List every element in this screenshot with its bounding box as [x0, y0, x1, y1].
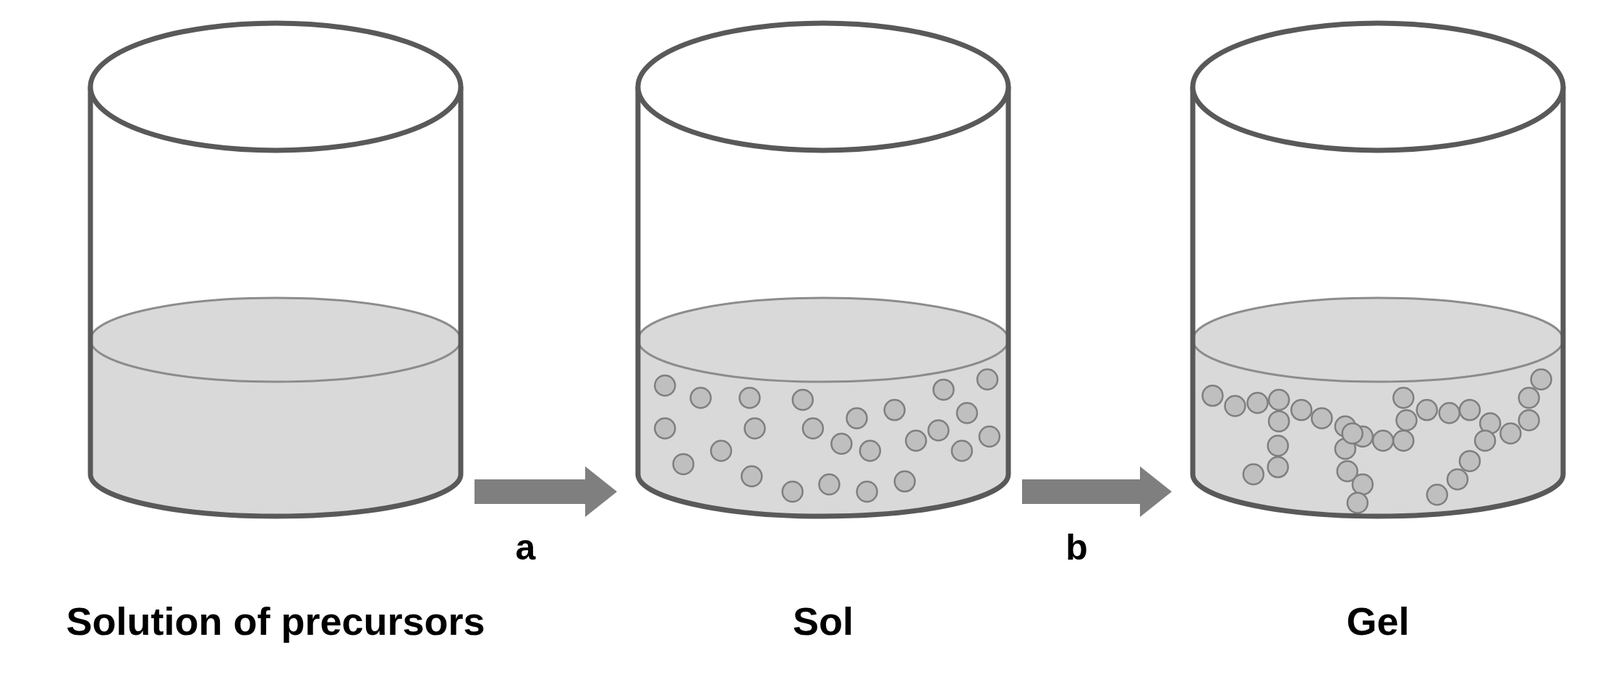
- particle: [1500, 423, 1521, 445]
- particle: [928, 420, 949, 441]
- particle: [711, 441, 732, 462]
- block-arrow: [1022, 466, 1172, 518]
- beaker-node: Solution of precursors: [86, 14, 465, 536]
- block-arrow: [474, 466, 617, 518]
- particle: [847, 407, 868, 429]
- beaker-drawing: [634, 14, 1012, 536]
- particle: [1396, 410, 1417, 431]
- beaker-rim: [637, 23, 1009, 151]
- particle: [739, 387, 760, 408]
- beaker-node: Gel: [1189, 14, 1567, 536]
- beaker-rim: [90, 23, 461, 151]
- particle: [690, 387, 712, 408]
- particle: [1267, 435, 1289, 456]
- particle: [1202, 385, 1223, 406]
- particle: [1531, 369, 1552, 390]
- beaker-caption: Sol: [792, 598, 854, 644]
- particle: [979, 426, 1000, 448]
- particle: [1268, 411, 1289, 432]
- particle: [1393, 387, 1414, 408]
- particle: [1291, 400, 1312, 421]
- liquid: [90, 298, 461, 517]
- particle: [1518, 410, 1540, 431]
- particle: [654, 375, 675, 396]
- particle: [1459, 400, 1480, 421]
- particle: [894, 471, 916, 492]
- liquid: [1192, 298, 1564, 517]
- beaker-drawing: [1189, 14, 1567, 536]
- particle: [1427, 484, 1448, 505]
- particle: [1224, 395, 1245, 416]
- beaker-node: Sol: [634, 14, 1012, 536]
- particle: [831, 433, 852, 455]
- particle: [1311, 407, 1332, 429]
- particle: [1439, 402, 1460, 424]
- particle: [741, 466, 762, 487]
- step-label: b: [1065, 529, 1088, 566]
- particle: [1352, 474, 1373, 495]
- particle: [1393, 430, 1414, 451]
- beaker-drawing: [86, 14, 465, 536]
- particle: [905, 430, 926, 451]
- particle: [1268, 389, 1289, 411]
- particle: [1247, 392, 1268, 414]
- particle: [977, 369, 998, 390]
- particle: [1347, 492, 1368, 513]
- liquid-surface: [1192, 298, 1564, 382]
- beaker-caption: Solution of precursors: [65, 598, 485, 644]
- particle: [1342, 423, 1363, 445]
- liquid-surface: [637, 298, 1009, 382]
- particle: [857, 481, 878, 502]
- particle: [782, 481, 803, 502]
- liquid: [637, 298, 1009, 517]
- particle: [884, 400, 905, 421]
- particle: [1267, 457, 1289, 478]
- step-label: a: [515, 529, 536, 566]
- particle: [1474, 430, 1496, 451]
- particle: [1518, 387, 1540, 408]
- particle: [792, 389, 814, 411]
- particle: [744, 418, 765, 440]
- beaker-rim: [1192, 23, 1564, 151]
- particle: [860, 441, 881, 462]
- particle: [818, 474, 840, 495]
- particle: [1416, 400, 1438, 421]
- particle: [1459, 451, 1480, 472]
- particle: [1447, 469, 1468, 490]
- beaker-caption: Gel: [1346, 598, 1410, 644]
- particle: [956, 402, 978, 424]
- particle: [933, 379, 954, 400]
- particle: [802, 418, 824, 440]
- particle: [654, 418, 675, 440]
- particle: [1243, 464, 1264, 485]
- particle: [1372, 430, 1394, 451]
- particle: [673, 454, 694, 475]
- liquid-surface: [90, 298, 461, 382]
- particle: [951, 441, 973, 462]
